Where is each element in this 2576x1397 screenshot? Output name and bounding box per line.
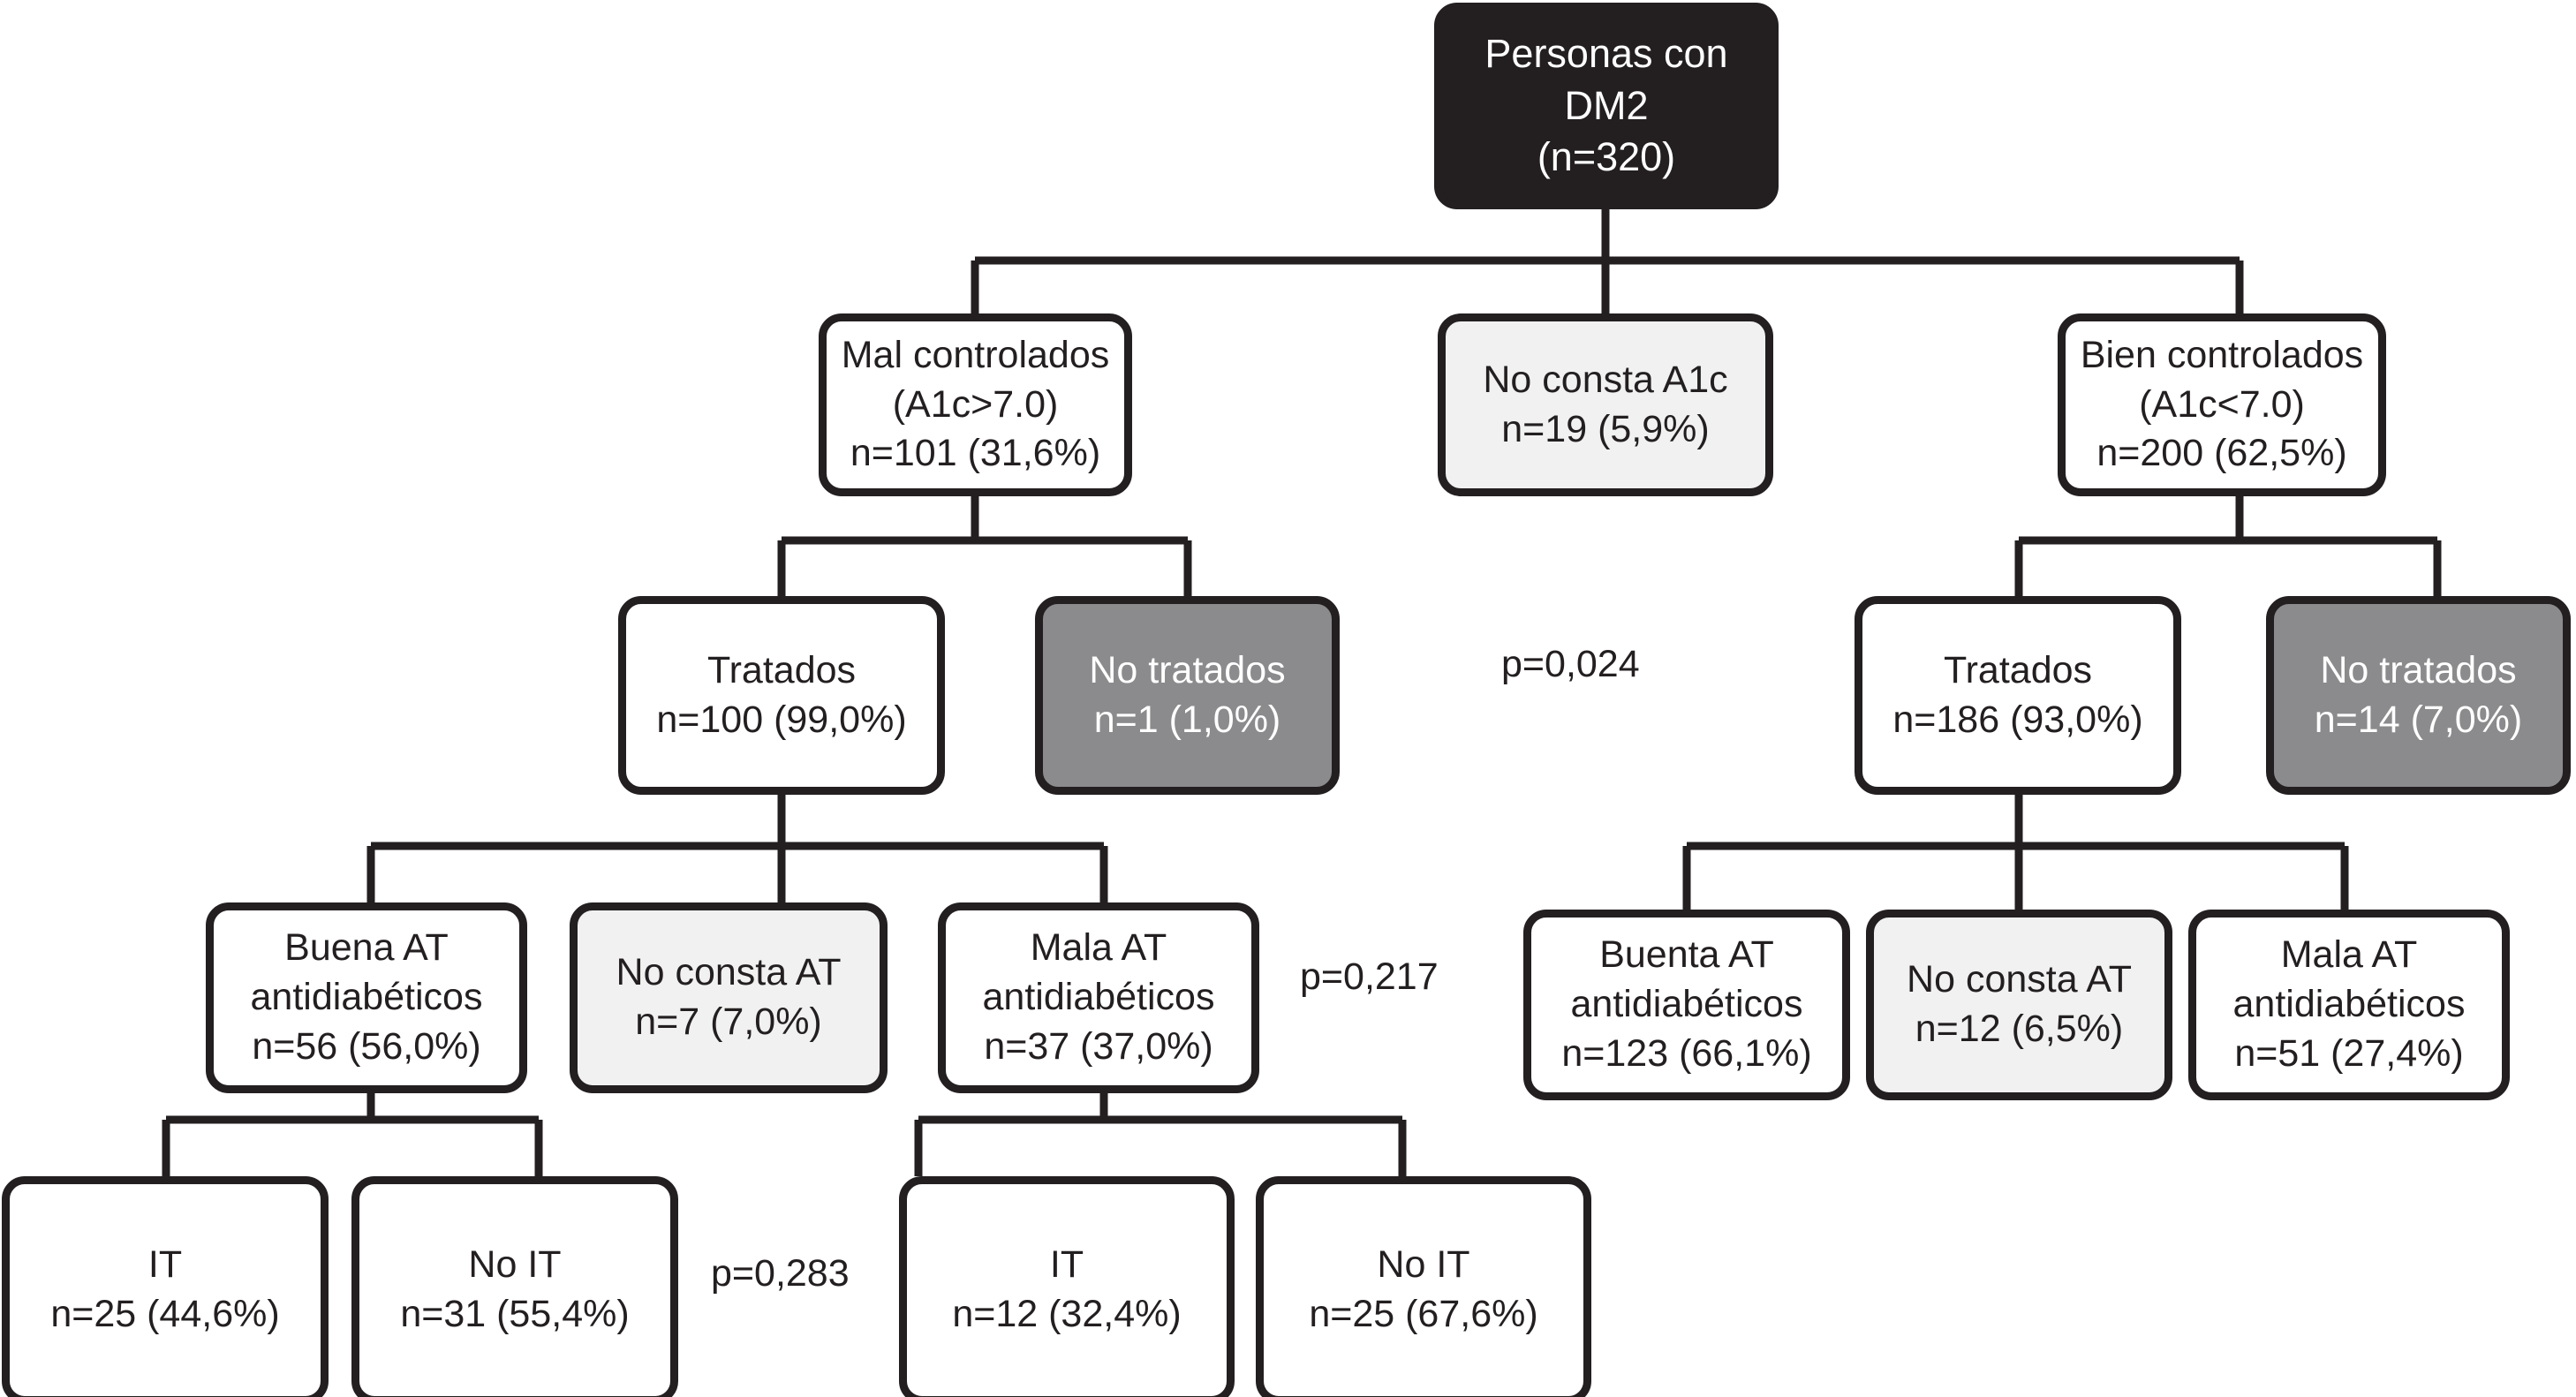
node-line: antidiabéticos	[1570, 983, 1803, 1026]
node-buena-at-antidiabeticos[interactable]: Buena AT antidiabéticos n=56 (56,0%)	[206, 902, 527, 1093]
node-line: n=19 (5,9%)	[1501, 407, 1710, 450]
node-line: No IT	[468, 1243, 562, 1287]
node-line: n=51 (27,4%)	[2234, 1031, 2464, 1075]
node-line: Buena AT	[284, 926, 449, 970]
node-line: No consta AT	[1907, 958, 2132, 1001]
node-mala-at-bien[interactable]: Mala AT antidiabéticos n=51 (27,4%)	[2188, 910, 2510, 1100]
node-line: n=25 (67,6%)	[1309, 1293, 1538, 1335]
node-line: Mal controlados	[841, 333, 1110, 376]
node-mala-at-antidiabeticos[interactable]: Mala AT antidiabéticos n=37 (37,0%)	[938, 902, 1259, 1093]
node-line: Mala AT	[2280, 933, 2418, 977]
node-line: (n=320)	[1537, 134, 1676, 180]
node-line: IT	[147, 1243, 183, 1287]
node-line: n=12 (32,4%)	[952, 1293, 1182, 1335]
node-line: No consta AT	[616, 951, 842, 994]
node-buenta-at-antidiabeticos[interactable]: Buenta AT antidiabéticos n=123 (66,1%)	[1523, 910, 1850, 1100]
node-line: n=1 (1,0%)	[1093, 698, 1281, 741]
node-line: Buenta AT	[1599, 933, 1774, 977]
node-line: No tratados	[2320, 648, 2517, 691]
node-no-it-mala[interactable]: No IT n=25 (67,6%)	[1256, 1176, 1591, 1397]
node-it-buena[interactable]: IT n=25 (44,6%)	[2, 1176, 329, 1397]
node-line: n=186 (93,0%)	[1892, 698, 2143, 741]
node-line: n=12 (6,5%)	[1915, 1008, 2124, 1050]
node-line: No consta A1c	[1483, 358, 1728, 401]
node-line: IT	[1049, 1243, 1084, 1287]
node-line: (A1c>7.0)	[892, 382, 1059, 426]
node-line: n=37 (37,0%)	[984, 1024, 1213, 1068]
node-tratados-bien[interactable]: Tratados n=186 (93,0%)	[1855, 596, 2181, 795]
node-line: n=101 (31,6%)	[850, 432, 1101, 475]
node-line: Tratados	[706, 648, 857, 691]
node-line: n=200 (62,5%)	[2096, 432, 2347, 475]
node-line: Bien controlados	[2080, 333, 2364, 376]
node-bien-controlados[interactable]: Bien controlados (A1c<7.0) n=200 (62,5%)	[2058, 313, 2386, 496]
node-line: antidiabéticos	[250, 976, 483, 1019]
node-no-consta-a1c[interactable]: No consta A1c n=19 (5,9%)	[1438, 313, 1773, 496]
node-tratados-mal[interactable]: Tratados n=100 (99,0%)	[618, 596, 945, 795]
node-line: n=123 (66,1%)	[1561, 1031, 1812, 1075]
node-mal-controlados[interactable]: Mal controlados (A1c>7.0) n=101 (31,6%)	[819, 313, 1132, 496]
node-line: DM2	[1564, 82, 1649, 128]
node-line: n=7 (7,0%)	[635, 1001, 822, 1043]
node-line: n=31 (55,4%)	[400, 1293, 630, 1335]
node-line: No tratados	[1089, 648, 1286, 691]
node-line: antidiabéticos	[982, 976, 1215, 1019]
node-no-consta-at-bien[interactable]: No consta AT n=12 (6,5%)	[1866, 910, 2172, 1100]
node-no-consta-at-mal[interactable]: No consta AT n=7 (7,0%)	[570, 902, 888, 1093]
node-line: Personas con	[1484, 31, 1728, 77]
node-line: n=25 (44,6%)	[50, 1293, 280, 1335]
node-line: No IT	[1377, 1243, 1470, 1287]
node-personas-con-dm2[interactable]: Personas con DM2 (n=320)	[1434, 3, 1779, 209]
node-line: Mala AT	[1030, 926, 1167, 970]
node-no-tratados-mal[interactable]: No tratados n=1 (1,0%)	[1035, 596, 1340, 795]
p-value-adherence: p=0,217	[1300, 955, 1439, 998]
node-line: antidiabéticos	[2232, 983, 2466, 1026]
p-value-it: p=0,283	[711, 1252, 850, 1295]
node-line: n=14 (7,0%)	[2314, 698, 2523, 741]
node-no-it-buena[interactable]: No IT n=31 (55,4%)	[351, 1176, 678, 1397]
node-line: Tratados	[1943, 648, 2093, 691]
node-line: n=100 (99,0%)	[656, 698, 907, 741]
node-line: n=56 (56,0%)	[252, 1024, 481, 1068]
node-no-tratados-bien[interactable]: No tratados n=14 (7,0%)	[2266, 596, 2571, 795]
node-it-mala[interactable]: IT n=12 (32,4%)	[899, 1176, 1235, 1397]
node-line: (A1c<7.0)	[2139, 382, 2305, 426]
p-value-treatment: p=0,024	[1501, 643, 1640, 685]
